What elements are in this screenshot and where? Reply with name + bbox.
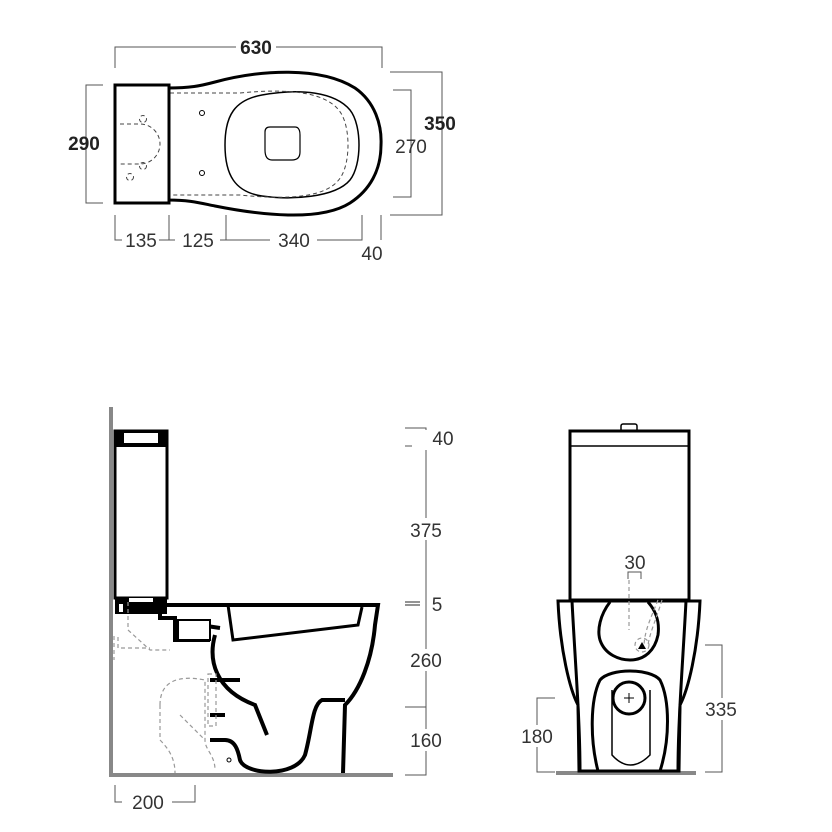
dim-overall-length: 630 bbox=[240, 38, 272, 59]
bowl-basin bbox=[226, 604, 364, 642]
inlet-connector bbox=[177, 619, 211, 641]
tank-hole-icon bbox=[139, 162, 147, 170]
seat-hole-icon bbox=[199, 170, 205, 176]
label-bg bbox=[408, 518, 446, 540]
tank-hidden-valve bbox=[120, 123, 161, 165]
tank-hole-icon bbox=[126, 173, 134, 181]
hidden-outlet bbox=[207, 673, 217, 727]
bowl-trap bbox=[210, 634, 345, 774]
front-trap-lower bbox=[590, 669, 669, 772]
side-tank bbox=[113, 429, 169, 600]
seat-outline bbox=[224, 91, 360, 199]
dim-gap: 5 bbox=[432, 595, 443, 616]
label-bg bbox=[702, 698, 742, 720]
hidden-pipework bbox=[113, 602, 216, 774]
seat-hole-icon bbox=[199, 110, 205, 116]
dim-bowl-height: 260 bbox=[410, 651, 442, 672]
front-view: 30 335 180 bbox=[518, 423, 742, 775]
dim-line-gap bbox=[405, 601, 420, 606]
front-outlet-channel bbox=[611, 690, 651, 766]
front-tank bbox=[568, 429, 691, 602]
dim-line-630 bbox=[114, 46, 383, 68]
lid-inner bbox=[124, 433, 158, 443]
dim-wall-to-outlet: 200 bbox=[132, 793, 164, 814]
hidden-inlet-ring bbox=[634, 637, 650, 653]
tank-base-hole bbox=[119, 604, 123, 612]
fixing-hole-icon bbox=[226, 757, 232, 763]
dim-seat-length: 340 bbox=[278, 231, 310, 252]
dim-line-350 bbox=[390, 71, 443, 216]
dim-bowl-offset: 125 bbox=[182, 231, 214, 252]
label-bg bbox=[412, 430, 434, 450]
dim-line-30 bbox=[627, 571, 642, 579]
label-bg bbox=[408, 729, 446, 751]
dim-overall-width: 350 bbox=[424, 114, 456, 135]
dim-inlet-offset: 30 bbox=[624, 553, 645, 574]
dim-tank-depth: 135 bbox=[125, 231, 157, 252]
front-trap-upper bbox=[597, 601, 660, 662]
dim-outlet-height: 160 bbox=[410, 731, 442, 752]
label-bg bbox=[408, 649, 446, 671]
dim-seat-width: 270 bbox=[395, 137, 427, 158]
side-view: 40 375 5 260 160 200 bbox=[109, 407, 454, 814]
dim-tank-width: 290 bbox=[68, 134, 100, 155]
crosshair-icon bbox=[624, 693, 634, 703]
wall bbox=[109, 407, 113, 777]
bowl-outline bbox=[166, 70, 383, 217]
tank-outline bbox=[113, 83, 171, 205]
pedestal-inner-lines bbox=[570, 600, 688, 772]
dim-fixing-height: 335 bbox=[705, 700, 737, 721]
hidden-rim-line bbox=[170, 90, 349, 198]
tank-base-gap bbox=[129, 598, 153, 602]
dim-front-overhang: 40 bbox=[361, 244, 382, 265]
dim-tank-height: 375 bbox=[410, 521, 442, 542]
inlet-marker-icon bbox=[638, 642, 646, 649]
hidden-inlet bbox=[628, 580, 663, 646]
front-floor bbox=[556, 771, 696, 775]
floor bbox=[109, 773, 393, 777]
dim-line-290 bbox=[85, 84, 103, 204]
top-view: 630 290 350 270 135 125 340 40 bbox=[68, 38, 456, 265]
dim-lid-height: 40 bbox=[432, 429, 453, 450]
dim-line-270 bbox=[393, 89, 412, 198]
dim-line-200 bbox=[114, 785, 196, 803]
tank-hole-icon bbox=[139, 115, 147, 123]
outlet-opening bbox=[264, 126, 301, 161]
label-bg bbox=[518, 725, 558, 747]
dim-outlet-center-height: 180 bbox=[521, 727, 553, 748]
dim-line-bottom bbox=[114, 215, 382, 241]
